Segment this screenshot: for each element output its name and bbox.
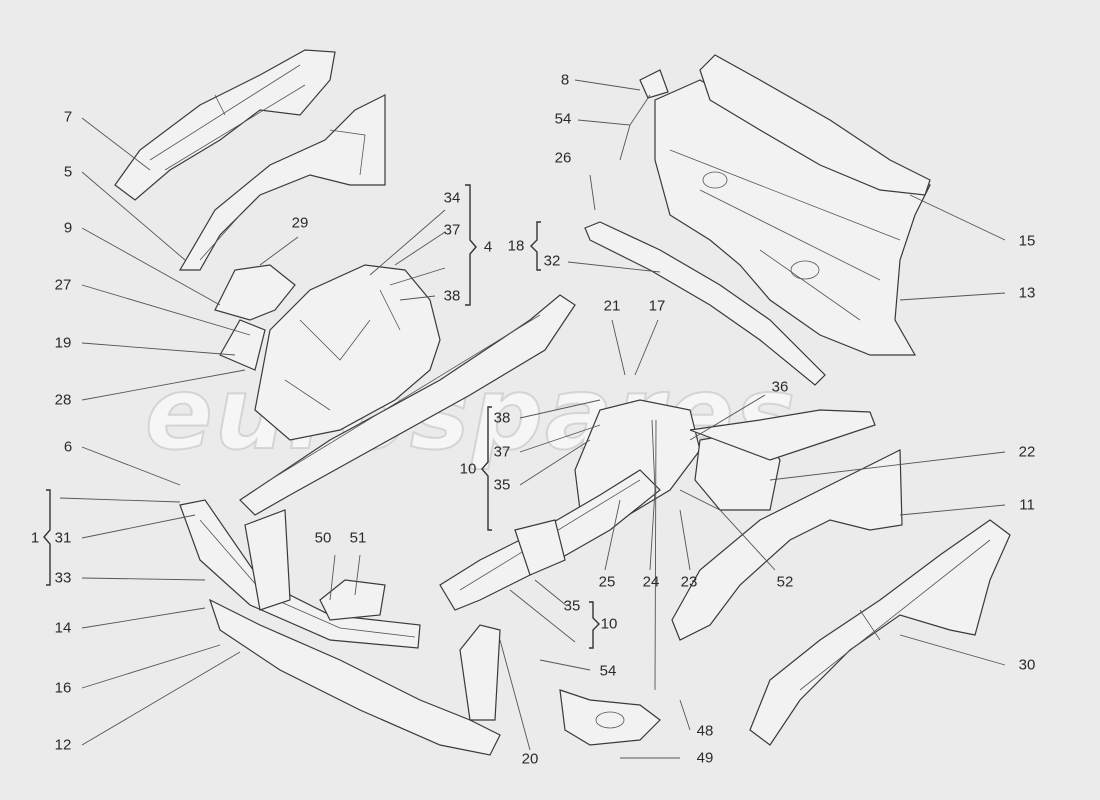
callout-33: 33 (54, 569, 72, 587)
wheel-arch-panel (178, 94, 386, 271)
callout-28: 28 (54, 391, 72, 409)
mount-bracket (639, 69, 669, 99)
group-braces (43, 184, 600, 649)
callout-20: 20 (521, 750, 539, 768)
right-front-rail (439, 469, 661, 611)
callout-15: 15 (1018, 232, 1036, 250)
callout-24: 24 (642, 573, 660, 591)
bumper-beam (179, 499, 421, 649)
cowl-panel (699, 54, 931, 196)
callout-32: 32 (543, 252, 561, 270)
callout-31: 31 (54, 529, 72, 547)
callout-16: 16 (54, 679, 72, 697)
callout-7: 7 (63, 108, 73, 126)
callout-49: 49 (696, 749, 714, 767)
support-bracket (559, 689, 661, 746)
cross-member (584, 221, 826, 386)
callout-30: 30 (1018, 656, 1036, 674)
right-wheel-arch (671, 449, 903, 641)
crash-box-bracket (244, 509, 386, 621)
callout-17: 17 (648, 297, 666, 315)
callout-54-upper: 54 (554, 110, 572, 128)
callout-1: 1 (30, 529, 40, 547)
callout-37-lower: 37 (493, 443, 511, 461)
callout-54-lower: 54 (599, 662, 617, 680)
callout-18: 18 (507, 237, 525, 255)
upper-fender-rail (114, 49, 336, 201)
callout-27: 27 (54, 276, 72, 294)
callout-12: 12 (54, 736, 72, 754)
callout-13: 13 (1018, 284, 1036, 302)
shock-tower-assembly (214, 264, 441, 441)
callout-6: 6 (63, 438, 73, 456)
callout-51: 51 (349, 529, 367, 547)
callout-52: 52 (776, 573, 794, 591)
callout-35-lower: 35 (563, 597, 581, 615)
left-front-rail (239, 294, 576, 516)
leader-lines (59, 79, 1006, 759)
callout-23: 23 (680, 573, 698, 591)
callout-5: 5 (63, 163, 73, 181)
callout-10-upper: 10 (459, 460, 477, 478)
callout-11: 11 (1019, 496, 1035, 514)
callout-36: 36 (771, 378, 789, 396)
callout-26: 26 (554, 149, 572, 167)
callout-38-lower: 38 (493, 409, 511, 427)
callout-8: 8 (560, 71, 570, 89)
lower-apron (208, 598, 501, 756)
callout-22: 22 (1018, 443, 1036, 461)
callout-4: 4 (483, 238, 493, 256)
callout-48: 48 (696, 722, 714, 740)
callout-37-upper: 37 (443, 221, 461, 239)
right-shock-tower (574, 399, 876, 521)
side-rail (749, 519, 1011, 746)
callout-34: 34 (443, 189, 461, 207)
callout-50: 50 (314, 529, 332, 547)
callout-35-upper: 35 (493, 476, 511, 494)
callout-19: 19 (54, 334, 72, 352)
callout-10-lower: 10 (600, 615, 618, 633)
callout-29: 29 (291, 214, 309, 232)
callout-21: 21 (603, 297, 621, 315)
callout-14: 14 (54, 619, 72, 637)
callout-9: 9 (63, 219, 73, 237)
callout-38-upper: 38 (443, 287, 461, 305)
callout-25: 25 (598, 573, 616, 591)
